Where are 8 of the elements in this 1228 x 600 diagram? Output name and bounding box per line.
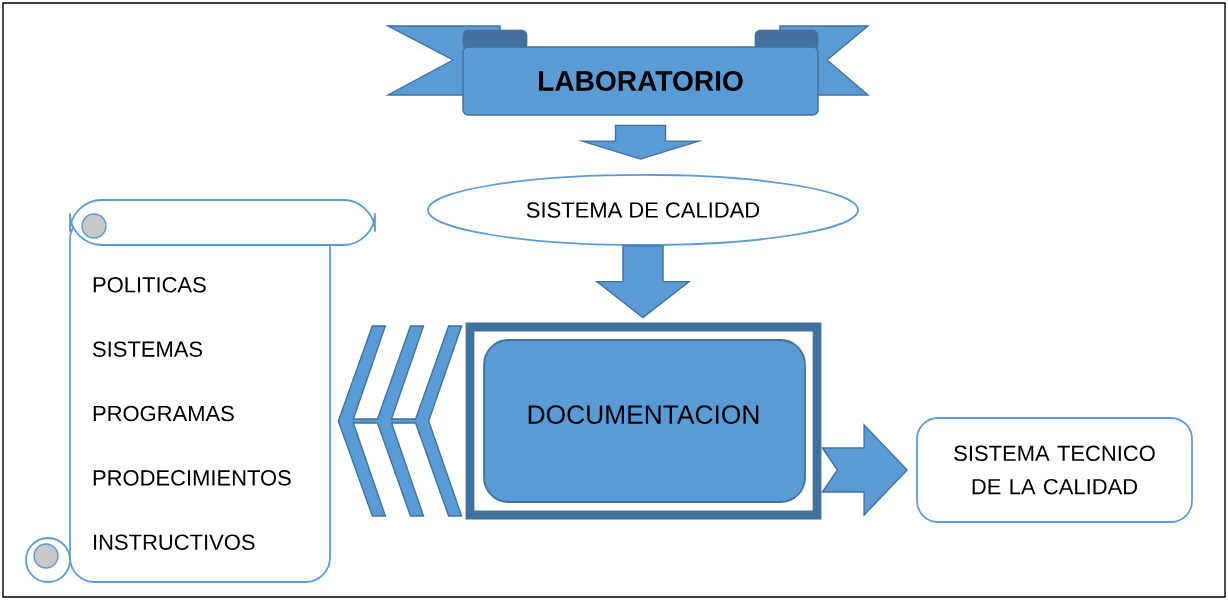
- chevron-arrow: [337, 325, 463, 517]
- block-arrow: [594, 245, 692, 319]
- scroll: POLITICAS SISTEMAS PROGRAMAS PRODECIMIENTOS INSTRUCTIVOS: [25, 199, 376, 583]
- rounded-box: SISTEMA TECNICO DE LA CALIDAD: [916, 417, 1193, 523]
- block-arrow: [577, 124, 704, 160]
- notched-arrow: [821, 423, 909, 517]
- banner: LABORATORIO: [385, 25, 870, 116]
- framed-box: DOCUMENTACION: [465, 322, 822, 520]
